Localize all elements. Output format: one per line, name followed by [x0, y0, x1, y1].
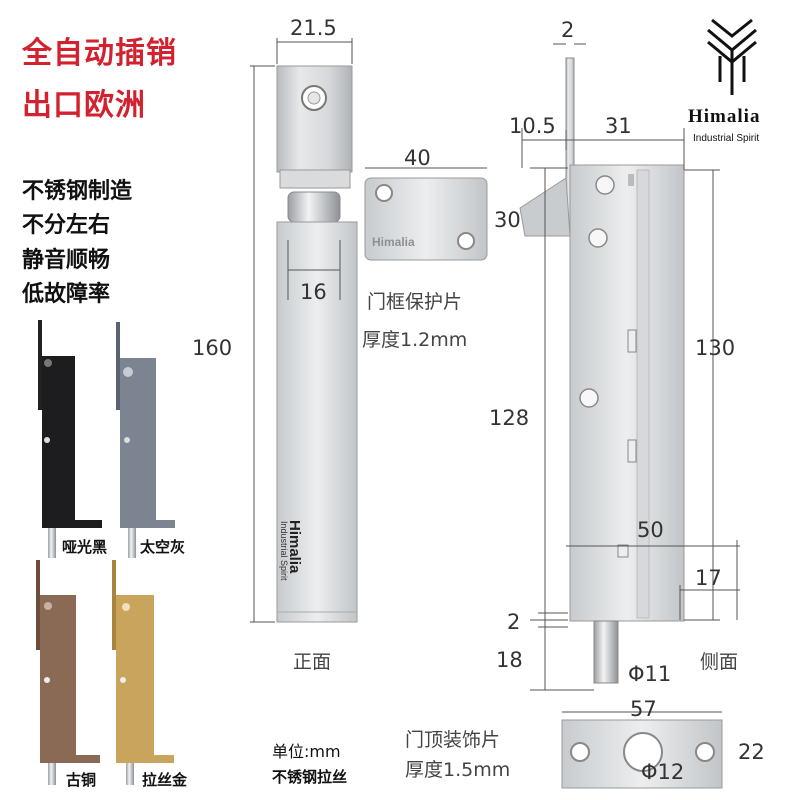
dim-side-body: 130: [695, 336, 736, 360]
side-view-label: 侧面: [700, 651, 739, 673]
brand-name: Himalia: [688, 106, 761, 127]
title-line-1: 全自动插销: [22, 36, 177, 71]
feature-item: 不分左右: [22, 213, 111, 238]
feature-item: 静音顺畅: [22, 248, 111, 273]
dim-front-height: 160: [192, 336, 233, 360]
dim-side-slot: 128: [489, 406, 530, 430]
plate-caption: 门框保护片: [367, 291, 463, 313]
finish-sample-bronze: [36, 560, 100, 785]
cover-thickness: 厚度1.5mm: [405, 759, 511, 781]
dim-side-lower: 50: [637, 518, 664, 542]
dim-side-depth: 31: [605, 114, 632, 138]
finish-sample-gold: [112, 560, 174, 785]
door-frame-plate: [364, 167, 488, 261]
plate-brand: Himalia: [372, 235, 415, 249]
finish-sample-black: [38, 320, 102, 558]
unit-label: 单位:mm: [272, 742, 341, 761]
material-label: 不锈钢拉丝: [272, 768, 348, 786]
cover-caption: 门顶装饰片: [405, 729, 501, 751]
front-view: [276, 65, 358, 623]
dim-pin-length: 18: [496, 648, 523, 672]
dim-side-bottom: 17: [695, 566, 722, 590]
side-view: [519, 57, 685, 684]
finish-label-black: 哑光黑: [62, 538, 108, 556]
plate-thickness: 厚度1.2mm: [362, 329, 468, 351]
feature-item: 不锈钢制造: [22, 179, 133, 204]
dim-pin-diameter: Φ11: [628, 662, 672, 686]
dim-cover-hole: Φ12: [641, 760, 685, 784]
dim-side-thickness: 2: [561, 18, 575, 42]
brand-tagline: Industrial Spirit: [693, 133, 760, 144]
dim-front-width: 21.5: [290, 16, 337, 40]
feature-item: 低故障率: [22, 282, 111, 307]
finish-label-bronze: 古铜: [66, 771, 97, 789]
finish-sample-gray: [116, 322, 175, 558]
dim-side-offset: 10.5: [509, 114, 556, 138]
door-top-cover: [561, 711, 723, 789]
dim-plate-width: 40: [404, 146, 431, 170]
brand-logo-icon: [707, 18, 757, 95]
side-dimension-lines: [521, 43, 740, 691]
finish-label-gray: 太空灰: [140, 538, 186, 556]
title-line-2: 出口欧洲: [22, 88, 146, 123]
dim-side-top: 30: [494, 208, 521, 232]
front-dimension-lines: [250, 38, 353, 623]
finish-label-gold: 拉丝金: [142, 771, 188, 789]
dim-cover-height: 22: [738, 740, 765, 764]
dim-front-inner: 16: [300, 280, 327, 304]
product-brand-tagline: Industrial Spirit: [279, 521, 289, 581]
dim-side-gap: 2: [507, 610, 521, 634]
front-view-label: 正面: [293, 651, 332, 673]
dim-cover-width: 57: [630, 697, 657, 721]
